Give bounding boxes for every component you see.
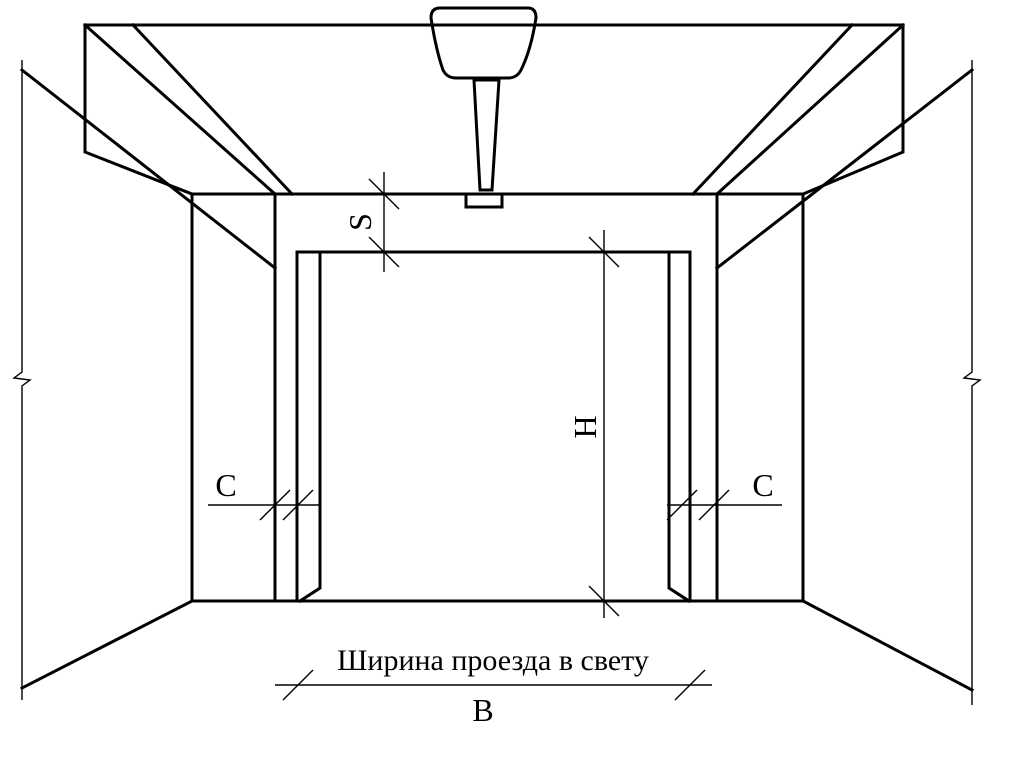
right-wall-lines [714, 67, 975, 693]
right-break-line [962, 60, 982, 705]
right-door-guide [667, 253, 692, 604]
c-left-label: C [215, 467, 236, 503]
h-label: H [567, 415, 603, 438]
b-dimension: Ширина проезда в свету B [275, 644, 712, 728]
s-dimension: S [342, 172, 400, 272]
left-break-line [12, 60, 32, 700]
c-right-dimension: C [666, 467, 782, 521]
ceiling-box [82, 22, 906, 197]
h-dimension: H [567, 230, 620, 618]
s-label: S [342, 213, 378, 231]
span-caption: Ширина проезда в свету [337, 644, 649, 677]
c-right-label: C [752, 467, 773, 503]
door-opening [190, 192, 805, 603]
c-left-dimension: C [208, 467, 320, 521]
b-label: B [472, 692, 493, 728]
left-door-guide [297, 253, 322, 604]
ceiling-lamp [429, 6, 538, 209]
left-wall-lines [19, 67, 278, 691]
